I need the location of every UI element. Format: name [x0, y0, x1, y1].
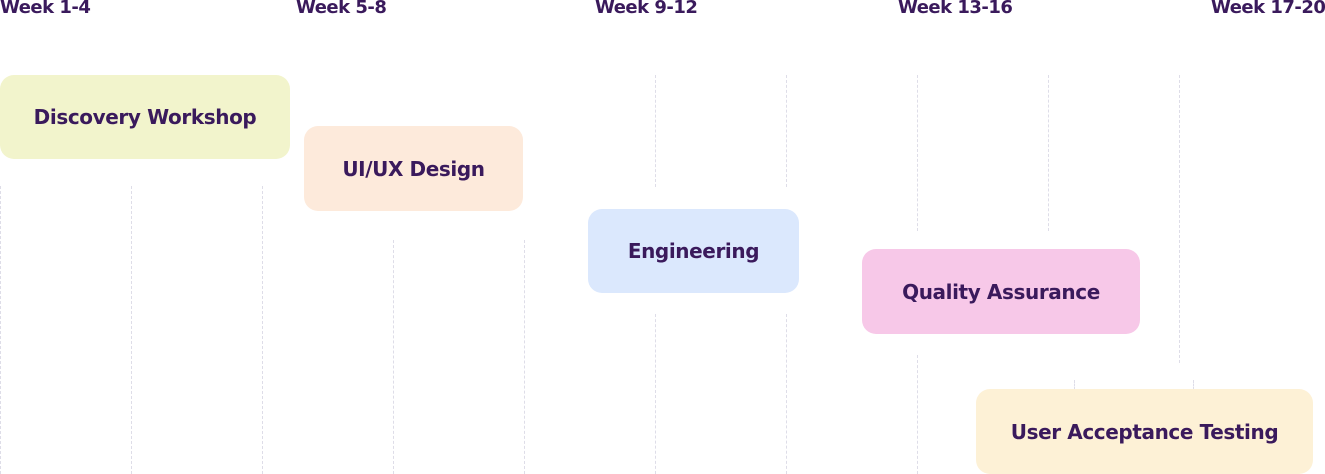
gridline: [262, 186, 263, 474]
week-header-9-12: Week 9-12: [595, 0, 698, 18]
task-label: Discovery Workshop: [33, 105, 257, 129]
week-header-1-4: Week 1-4: [0, 0, 91, 18]
task-user-acceptance-testing[interactable]: User Acceptance Testing: [976, 389, 1313, 474]
task-label: UI/UX Design: [342, 156, 485, 181]
gridline: [1193, 380, 1194, 390]
gridline: [655, 75, 656, 187]
gridline: [0, 186, 1, 474]
task-engineering[interactable]: Engineering: [588, 209, 799, 293]
gridline: [786, 75, 787, 187]
gridline: [917, 355, 918, 474]
week-header-13-16: Week 13-16: [898, 0, 1013, 18]
gridline: [393, 240, 394, 474]
gridline: [1048, 75, 1049, 231]
gridline: [1074, 380, 1075, 390]
gridline: [524, 240, 525, 474]
task-ui-ux-design[interactable]: UI/UX Design: [304, 126, 523, 211]
gridline: [1179, 75, 1180, 363]
week-header-17-20: Week 17-20: [1211, 0, 1325, 18]
task-quality-assurance[interactable]: Quality Assurance: [862, 249, 1140, 334]
task-label: User Acceptance Testing: [1010, 419, 1279, 444]
week-header-5-8: Week 5-8: [296, 0, 387, 18]
task-label: Quality Assurance: [902, 279, 1100, 304]
task-discovery-workshop[interactable]: Discovery Workshop: [0, 75, 290, 159]
gridline: [917, 75, 918, 231]
gridline: [786, 314, 787, 474]
task-label: Engineering: [627, 239, 760, 263]
gridline: [655, 314, 656, 474]
gridline: [131, 186, 132, 474]
